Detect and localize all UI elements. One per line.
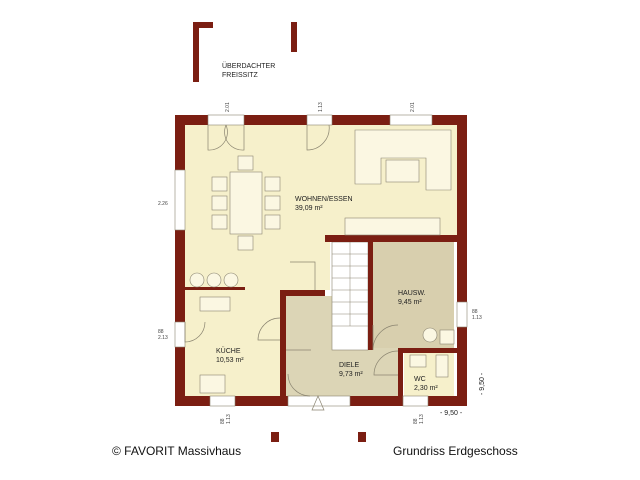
svg-text:1.13: 1.13 — [419, 414, 425, 424]
toilet — [435, 354, 449, 378]
window-dimension-labels: 2.01 1.13 2.01 2.26 88 2.13 88 1.13 88 1… — [158, 102, 482, 424]
svg-text:2.26: 2.26 — [158, 201, 168, 207]
svg-text:88: 88 — [158, 329, 164, 335]
dining-table — [229, 171, 263, 235]
room-name-living: WOHNEN/ESSEN — [295, 196, 353, 203]
svg-text:88: 88 — [413, 418, 419, 424]
sofa — [354, 129, 452, 191]
windows — [174, 114, 468, 407]
svg-text:1.13: 1.13 — [472, 315, 482, 321]
stove — [199, 296, 231, 312]
sideboard — [344, 217, 441, 236]
plan-title: Grundriss Erdgeschoss — [393, 444, 518, 458]
room-name-hall: DIELE — [339, 362, 360, 369]
door-swings — [184, 124, 399, 397]
room-area-hall: 9,73 m² — [339, 371, 363, 378]
room-name-kitchen: KÜCHE — [216, 347, 241, 355]
svg-text:88: 88 — [220, 418, 226, 424]
room-name-utility: HAUSW. — [398, 290, 426, 297]
stair-treads — [332, 242, 368, 327]
svg-text:2.01: 2.01 — [225, 102, 231, 112]
depth-dimension: - 9,50 - — [479, 372, 486, 395]
svg-text:2.13: 2.13 — [158, 335, 168, 341]
copyright-text: © FAVORIT Massivhaus — [112, 444, 242, 458]
svg-text:2.01: 2.01 — [410, 102, 416, 112]
room-area-kitchen: 10,53 m² — [216, 357, 244, 364]
entrance-arrow-icon — [311, 395, 325, 411]
terrace-label: ÜBERDACHTER — [222, 62, 275, 70]
furniture — [189, 129, 455, 394]
room-area-wc: 2,30 m² — [414, 385, 438, 392]
living-area-floor-2 — [185, 235, 330, 290]
kitchen-floor — [185, 290, 280, 396]
terrace-walls — [193, 22, 366, 442]
room-area-living: 39,09 m² — [295, 205, 323, 212]
room-area-utility: 9,45 m² — [398, 299, 422, 306]
svg-text:88: 88 — [472, 309, 478, 315]
svg-text:1.13: 1.13 — [318, 102, 324, 112]
terrace-label-2: FREISSITZ — [222, 72, 259, 79]
room-name-wc: WC — [414, 376, 426, 383]
svg-text:1.13: 1.13 — [226, 414, 232, 424]
width-dimension: - 9,50 - — [440, 410, 463, 417]
inner-walls — [185, 235, 457, 396]
